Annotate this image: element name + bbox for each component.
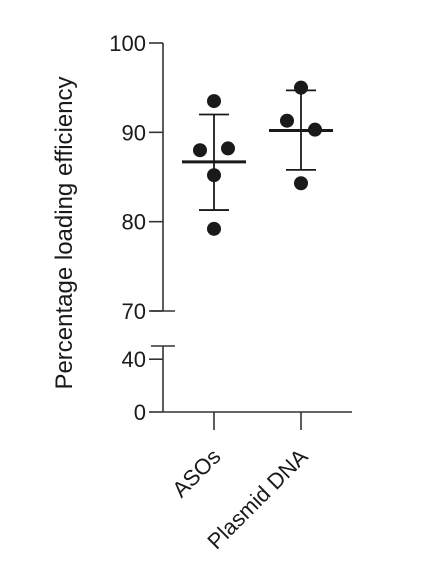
y-axis-title: Percentage loading efficiency xyxy=(51,76,78,389)
y-ticks: 70 80 90 100 0 40 xyxy=(109,31,163,425)
point-asos-1 xyxy=(193,143,207,158)
point-asos-0 xyxy=(207,94,221,109)
data-marks xyxy=(182,80,333,236)
y-tick-label-90: 90 xyxy=(122,120,146,145)
y-tick-label-100: 100 xyxy=(109,31,146,56)
point-plasmid-dna-0 xyxy=(294,80,308,95)
y-tick-label-0: 0 xyxy=(134,400,146,425)
category-label-asos: ASOs xyxy=(167,444,225,502)
point-plasmid-dna-2 xyxy=(308,122,322,137)
y-tick-label-70: 70 xyxy=(122,299,146,324)
axes xyxy=(151,43,352,430)
point-plasmid-dna-3 xyxy=(294,176,308,191)
point-asos-2 xyxy=(221,141,235,156)
y-tick-label-40: 40 xyxy=(122,347,146,372)
point-plasmid-dna-1 xyxy=(280,113,294,128)
point-asos-3 xyxy=(207,168,221,183)
y-tick-label-80: 80 xyxy=(122,210,146,235)
point-asos-4 xyxy=(207,221,221,236)
